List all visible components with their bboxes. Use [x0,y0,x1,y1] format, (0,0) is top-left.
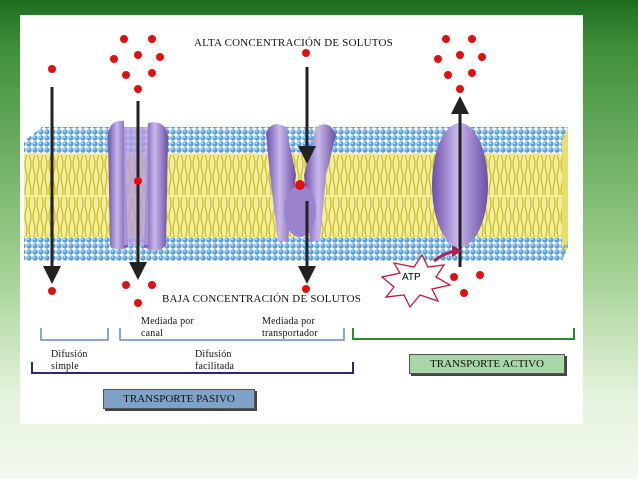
low-concentration-label: BAJA CONCENTRACIÓN DE SOLUTOS [162,294,361,305]
atp-label: ATP [402,272,421,283]
channel-mediated-label: Mediada por canal [141,316,194,340]
active-transport-box: TRANSPORTE ACTIVO [409,354,565,374]
carrier-label-line1: Mediada por [262,316,318,328]
simple-line1: Difusión [51,349,88,361]
carrier-mediated-label: Mediada por transportador [262,316,318,340]
carrier-label-line2: transportador [262,328,318,340]
simple-diffusion-label: Difusión simple [51,349,88,373]
diagram-slide: ALTA CONCENTRACIÓN DE SOLUTOS BAJA CONCE… [20,15,583,424]
simple-line2: simple [51,361,88,373]
channel-label-line1: Mediada por [141,316,194,328]
passive-transport-box: TRANSPORTE PASIVO [103,389,255,409]
channel-label-line2: canal [141,328,194,340]
facilitated-diffusion-label: Difusión facilitada [195,349,234,373]
high-concentration-label: ALTA CONCENTRACIÓN DE SOLUTOS [194,38,393,49]
facilitated-line2: facilitada [195,361,234,373]
facilitated-line1: Difusión [195,349,234,361]
